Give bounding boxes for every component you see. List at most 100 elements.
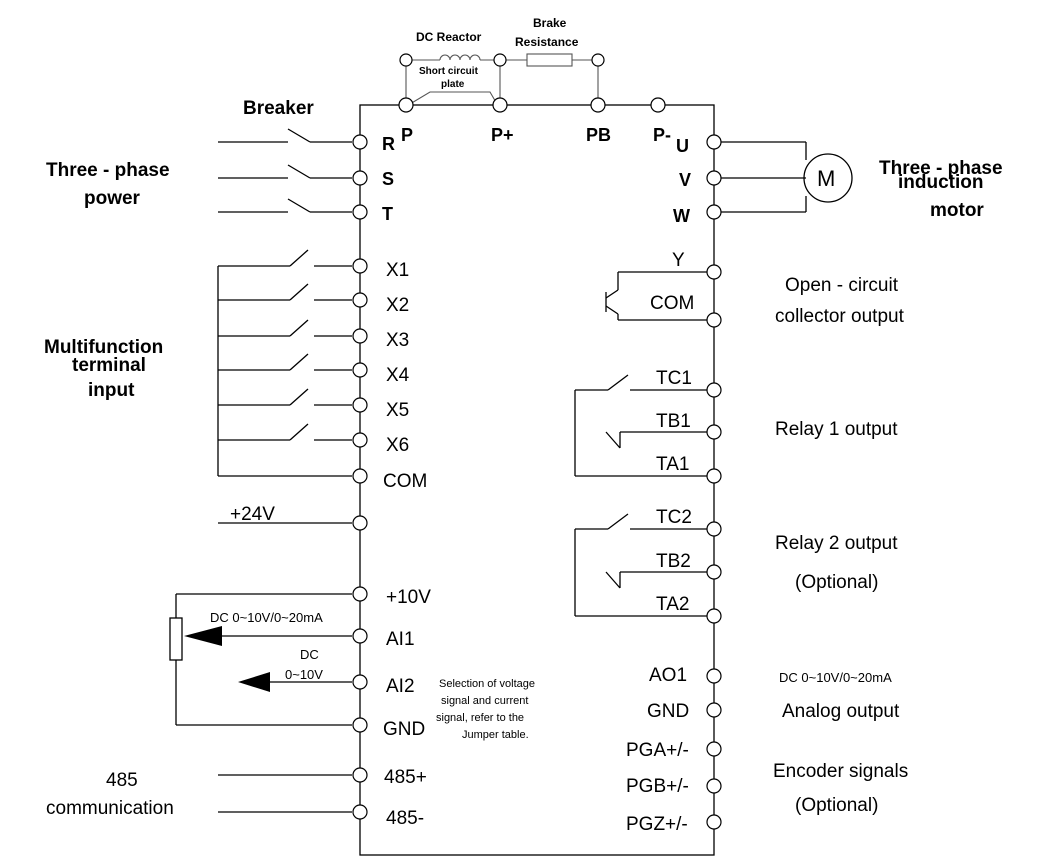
terminal-w[interactable] (706, 204, 722, 220)
terminal-p-plus[interactable] (492, 97, 508, 113)
terminal-pgb[interactable] (706, 778, 722, 794)
label-pga: PGA+/- (626, 740, 689, 761)
label-ta1: TA1 (656, 454, 689, 475)
label-x1: X1 (386, 260, 409, 281)
motor-label-2: induction (898, 172, 983, 193)
left-terminals (352, 134, 368, 820)
terminal-x3[interactable] (352, 328, 368, 344)
label-ai2: AI2 (386, 676, 415, 697)
jumper-note-3: signal, refer to the (436, 712, 524, 724)
breaker-section (218, 128, 352, 213)
terminal-s[interactable] (352, 170, 368, 186)
terminal-r[interactable] (352, 134, 368, 150)
label-t: T (382, 204, 393, 224)
terminal-ta2[interactable] (706, 608, 722, 624)
terminal-pgz[interactable] (706, 814, 722, 830)
motor-label-1: Three - phase (879, 158, 1003, 179)
terminal-p-minus[interactable] (650, 97, 666, 113)
multifunction-label-3: input (88, 380, 135, 401)
label-x5: X5 (386, 400, 409, 421)
terminal-24v[interactable] (352, 515, 368, 531)
open-circuit-label-2: collector output (775, 306, 905, 327)
comm-485-label-1: 485 (106, 770, 138, 791)
label-com-left: COM (383, 471, 427, 492)
brake-label-1: Brake (533, 16, 567, 30)
jumper-note-2: signal and current (441, 695, 528, 707)
terminal-y[interactable] (706, 264, 722, 280)
terminal-ao1[interactable] (706, 668, 722, 684)
terminal-x1[interactable] (352, 258, 368, 274)
terminal-pb[interactable] (590, 97, 606, 113)
terminal-u[interactable] (706, 134, 722, 150)
label-r: R (382, 134, 395, 154)
label-gnd-left: GND (383, 719, 425, 740)
terminal-tc1[interactable] (706, 382, 722, 398)
relay2-optional-label: (Optional) (795, 572, 878, 593)
right-terminals (706, 134, 722, 830)
terminal-x4[interactable] (352, 362, 368, 378)
terminal-ai1[interactable] (352, 628, 368, 644)
terminal-tb1[interactable] (706, 424, 722, 440)
relay2-label: Relay 2 output (775, 533, 898, 554)
label-tb2: TB2 (656, 551, 691, 572)
ai2-arrow (238, 672, 270, 692)
terminal-com-right[interactable] (706, 312, 722, 328)
terminal-x5[interactable] (352, 397, 368, 413)
three-phase-power-label-1: Three - phase (46, 160, 170, 181)
terminal-485-plus[interactable] (352, 767, 368, 783)
multifunction-switches (217, 249, 352, 477)
terminal-x2[interactable] (352, 292, 368, 308)
motor-label-3: motor (930, 200, 984, 221)
jumper-note-4: Jumper table. (462, 729, 529, 741)
terminal-v[interactable] (706, 170, 722, 186)
label-ao1: AO1 (649, 665, 687, 686)
ai1-arrow (184, 626, 222, 646)
encoder-label: Encoder signals (773, 761, 908, 782)
relay1-contacts (574, 374, 714, 477)
terminal-ai2[interactable] (352, 674, 368, 690)
label-tc2: TC2 (656, 507, 692, 528)
open-circuit-label-1: Open - circuit (785, 275, 899, 296)
terminal-gnd-right[interactable] (706, 702, 722, 718)
top-terminal-label-p-plus: P+ (491, 125, 514, 145)
open-collector-transistor (605, 271, 714, 321)
motor-symbol-label: M (817, 166, 835, 191)
terminal-x6[interactable] (352, 432, 368, 448)
multifunction-label-2: terminal (72, 355, 146, 376)
label-y: Y (672, 250, 685, 271)
potentiometer (169, 617, 183, 661)
label-x4: X4 (386, 365, 410, 386)
ai2-range-label: 0~10V (285, 667, 323, 682)
three-phase-power-label-2: power (84, 188, 141, 209)
label-ta2: TA2 (656, 594, 689, 615)
short-circuit-label-2: plate (441, 79, 465, 90)
motor-symbol (803, 153, 853, 203)
top-terminal-label-p: P (401, 125, 413, 145)
terminal-com-left[interactable] (352, 468, 368, 484)
terminal-gnd-left[interactable] (352, 717, 368, 733)
brake-resistor (526, 53, 573, 67)
analog-output-label: Analog output (782, 701, 900, 722)
comm-485-label-2: communication (46, 798, 174, 819)
label-pgb: PGB+/- (626, 776, 689, 797)
ai1-range-label: DC 0~10V/0~20mA (210, 610, 323, 625)
terminal-tb2[interactable] (706, 564, 722, 580)
jumper-note-1: Selection of voltage (439, 678, 535, 690)
terminal-ta1[interactable] (706, 468, 722, 484)
label-pgz: PGZ+/- (626, 814, 688, 835)
terminal-p[interactable] (398, 97, 414, 113)
terminal-t[interactable] (352, 204, 368, 220)
label-485-minus: 485- (386, 808, 424, 829)
terminal-10v[interactable] (352, 586, 368, 602)
motor-section (721, 141, 853, 213)
terminal-tc2[interactable] (706, 521, 722, 537)
brake-label-2: Resistance (515, 35, 579, 49)
dc-reactor-section (398, 53, 666, 113)
breaker-label: Breaker (243, 98, 314, 119)
terminal-485-minus[interactable] (352, 804, 368, 820)
label-gnd-right: GND (647, 701, 689, 722)
ao-range-label: DC 0~10V/0~20mA (779, 670, 892, 685)
relay1-label: Relay 1 output (775, 419, 898, 440)
terminal-pga[interactable] (706, 741, 722, 757)
relay2-contacts (574, 513, 714, 617)
